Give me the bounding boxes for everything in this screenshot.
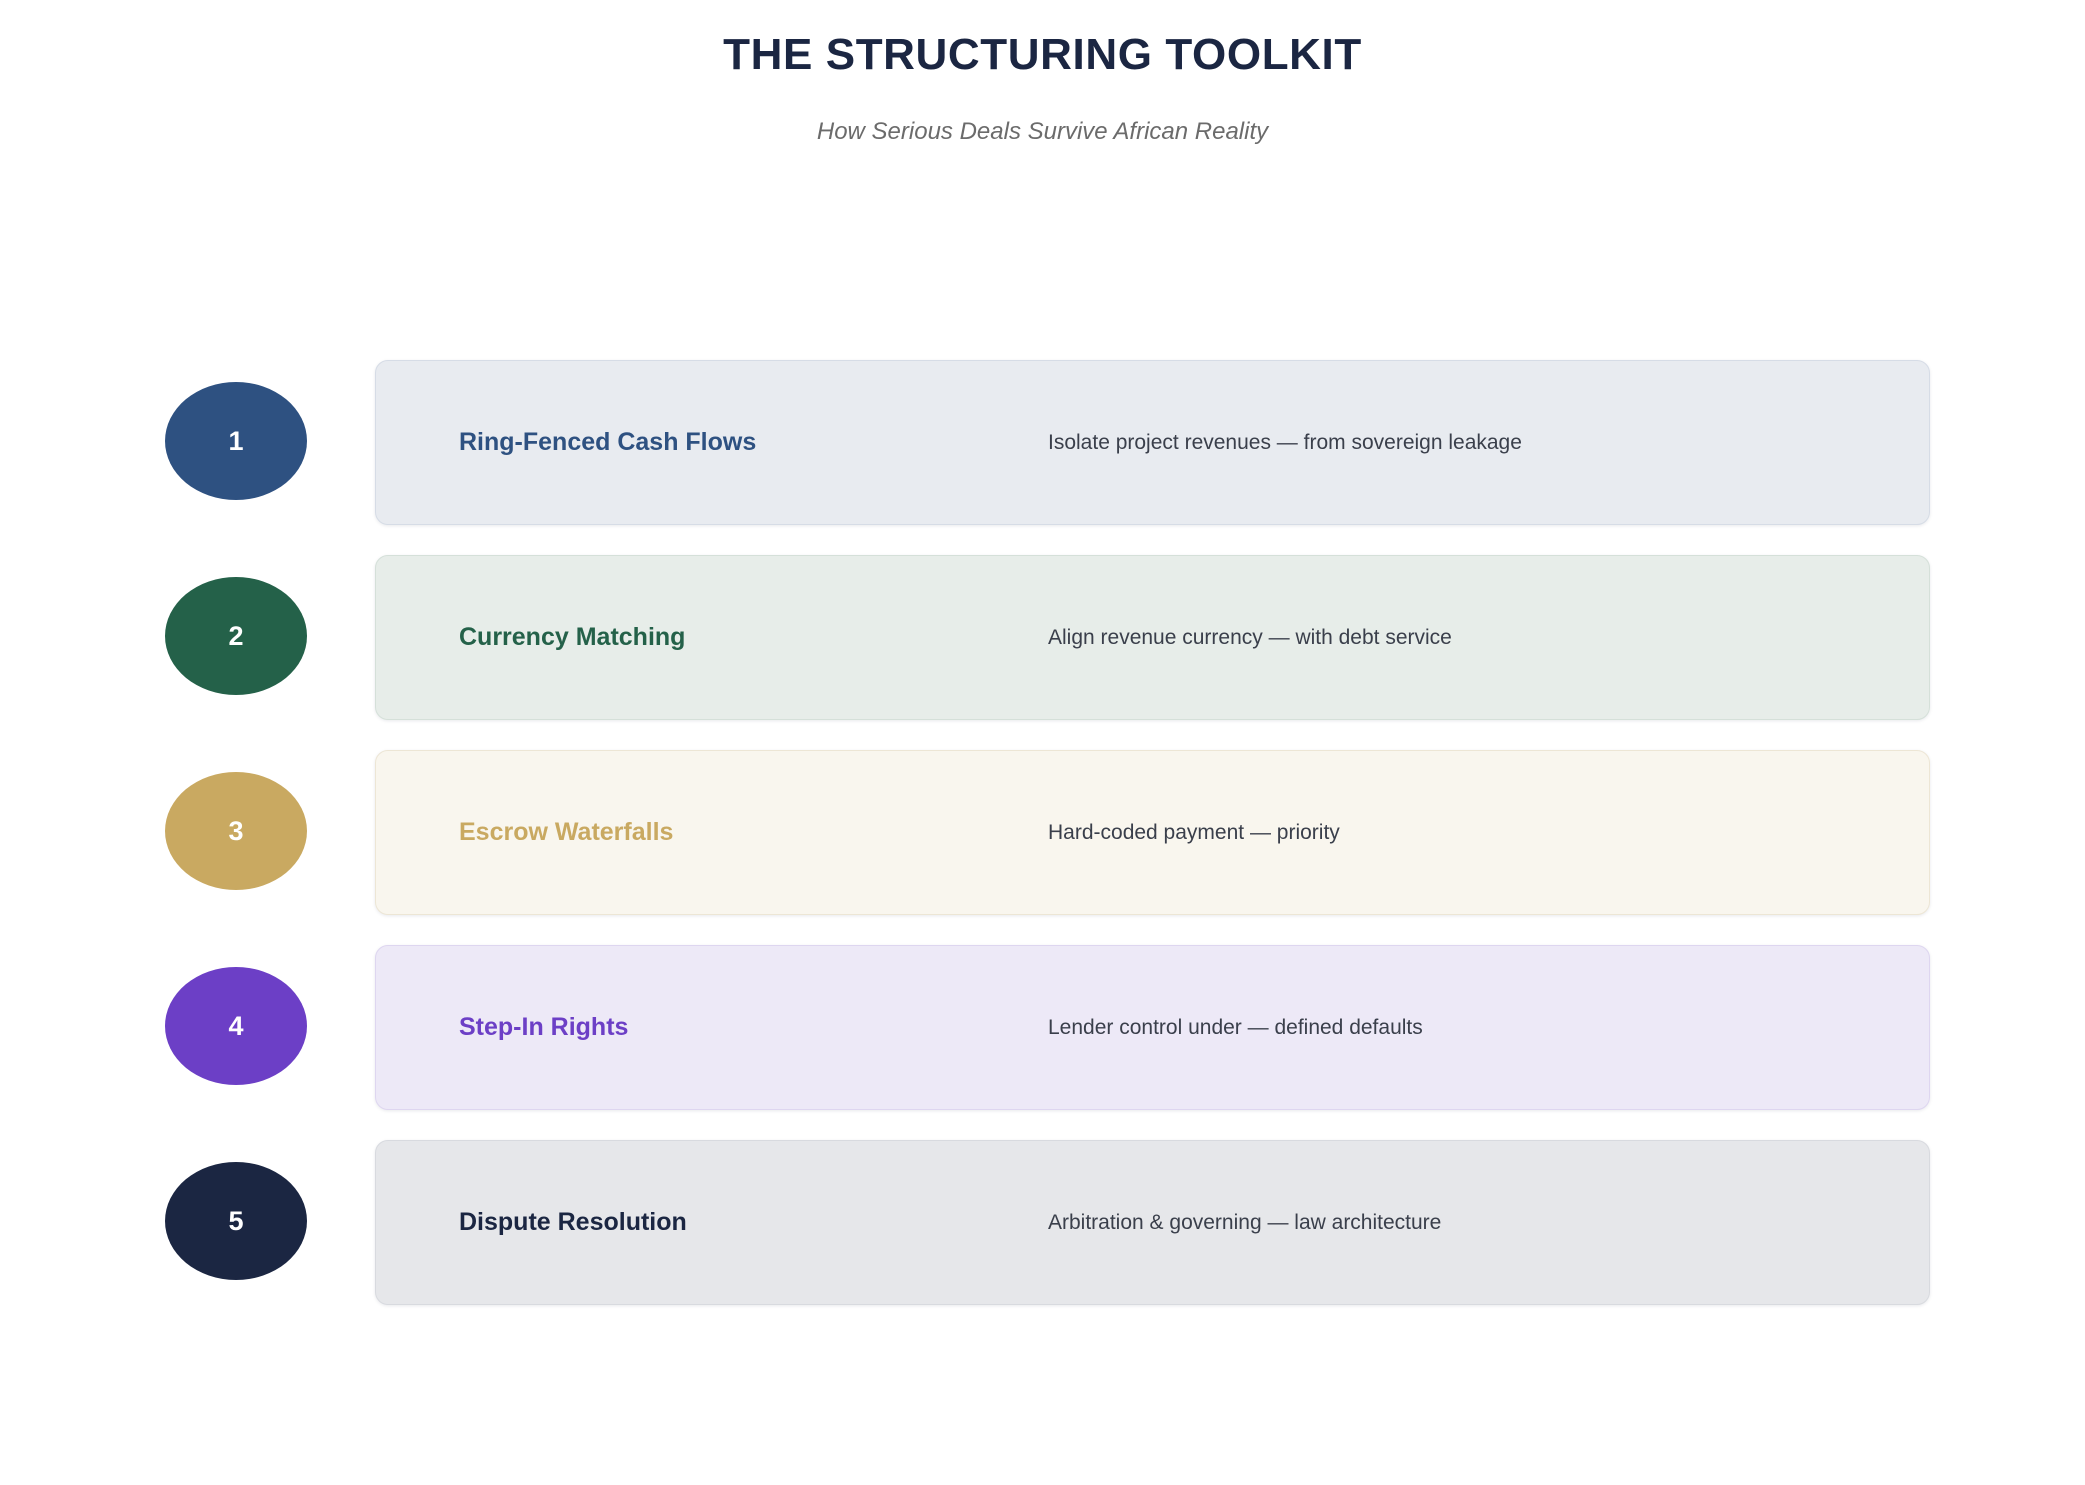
list-item: 3 Escrow Waterfalls Hard-coded payment —…: [0, 750, 2085, 915]
card-title: Dispute Resolution: [459, 1208, 687, 1236]
card-content: Dispute Resolution Arbitration & governi…: [376, 1141, 1929, 1304]
card-description: Isolate project revenues — from sovereig…: [1048, 430, 1522, 454]
step-number-label: 4: [228, 1010, 244, 1041]
list-item: 2 Currency Matching Align revenue curren…: [0, 555, 2085, 720]
step-number-label: 2: [228, 620, 244, 651]
card-content: Escrow Waterfalls Hard-coded payment — p…: [376, 751, 1929, 914]
step-number-badge-5: 5: [165, 1162, 307, 1280]
toolkit-card-1[interactable]: Ring-Fenced Cash Flows Isolate project r…: [375, 360, 1930, 525]
card-description: Lender control under — defined defaults: [1048, 1015, 1423, 1039]
step-number-badge-1: 1: [165, 382, 307, 500]
card-description: Hard-coded payment — priority: [1048, 820, 1340, 844]
list-item: 4 Step-In Rights Lender control under — …: [0, 945, 2085, 1110]
step-number-label: 3: [228, 815, 244, 846]
toolkit-card-4[interactable]: Step-In Rights Lender control under — de…: [375, 945, 1930, 1110]
card-title: Escrow Waterfalls: [459, 818, 674, 846]
toolkit-item-list: 1 Ring-Fenced Cash Flows Isolate project…: [0, 360, 2085, 1305]
step-number-label: 1: [228, 425, 244, 456]
step-number-label: 5: [228, 1205, 244, 1236]
card-content: Currency Matching Align revenue currency…: [376, 556, 1929, 719]
step-number-badge-4: 4: [165, 967, 307, 1085]
card-content: Step-In Rights Lender control under — de…: [376, 946, 1929, 1109]
page-header: THE STRUCTURING TOOLKIT How Serious Deal…: [0, 0, 2085, 146]
card-content: Ring-Fenced Cash Flows Isolate project r…: [376, 361, 1929, 524]
list-item: 5 Dispute Resolution Arbitration & gover…: [0, 1140, 2085, 1305]
page-subtitle: How Serious Deals Survive African Realit…: [816, 118, 1269, 145]
toolkit-card-5[interactable]: Dispute Resolution Arbitration & governi…: [375, 1140, 1930, 1305]
step-number-badge-3: 3: [165, 772, 307, 890]
list-item: 1 Ring-Fenced Cash Flows Isolate project…: [0, 360, 2085, 525]
card-title: Ring-Fenced Cash Flows: [459, 428, 757, 456]
step-number-badge-2: 2: [165, 577, 307, 695]
toolkit-card-3[interactable]: Escrow Waterfalls Hard-coded payment — p…: [375, 750, 1930, 915]
page-title: THE STRUCTURING TOOLKIT: [723, 30, 1362, 79]
card-title: Step-In Rights: [459, 1013, 629, 1041]
card-title: Currency Matching: [459, 623, 686, 651]
card-description: Align revenue currency — with debt servi…: [1048, 625, 1452, 649]
toolkit-card-2[interactable]: Currency Matching Align revenue currency…: [375, 555, 1930, 720]
card-description: Arbitration & governing — law architectu…: [1048, 1210, 1442, 1234]
